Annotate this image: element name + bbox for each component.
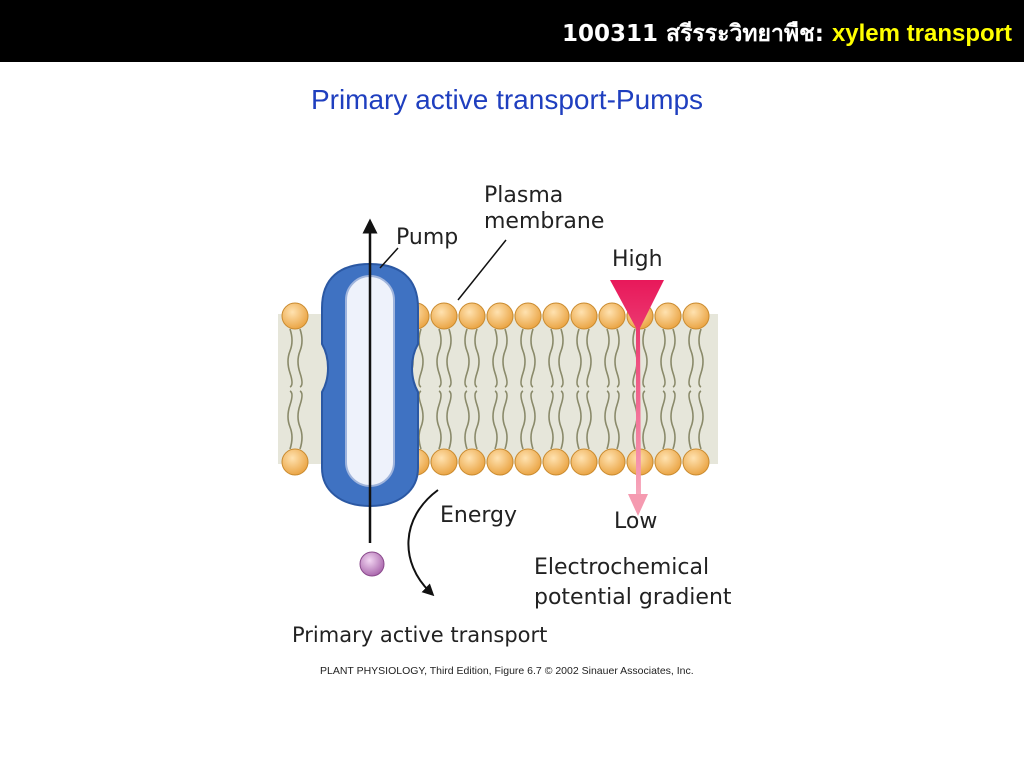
- figure-credit: PLANT PHYSIOLOGY, Third Edition, Figure …: [320, 665, 694, 677]
- lipid-tail: [464, 328, 470, 388]
- energy-arrow: [407, 489, 439, 597]
- lipid-tail: [614, 328, 620, 388]
- lipid-tail: [576, 390, 582, 450]
- gradient-label-line2: potential gradient: [534, 585, 732, 610]
- lipid-tail: [670, 390, 676, 450]
- lipid-tail: [604, 328, 610, 388]
- lipid-head-top: [570, 302, 598, 330]
- lipid-tail: [642, 328, 648, 388]
- lipid-tail: [670, 328, 676, 388]
- lipid-head-bottom: [430, 448, 458, 476]
- lipid-tails: [287, 328, 704, 450]
- lipid-tail: [474, 328, 480, 388]
- figure-caption: Primary active transport: [292, 623, 547, 647]
- gradient-label-line1: Electrochemical: [534, 555, 709, 580]
- lipid-tail: [576, 328, 582, 388]
- lipid-tail: [297, 390, 303, 450]
- lipid-head-bottom: [281, 448, 309, 476]
- low-label: Low: [614, 509, 657, 534]
- header-bar: 100311 สรีรระวิทยาพืช: xylem transport: [0, 0, 1024, 62]
- lipid-tail: [688, 390, 694, 450]
- lipid-tail: [548, 328, 554, 388]
- lipid-tail: [520, 328, 526, 388]
- plasma-label: Plasma: [484, 183, 563, 208]
- lipid-tail: [604, 390, 610, 450]
- lipid-tail: [287, 390, 293, 450]
- lipid-tail: [446, 328, 452, 388]
- gradient-wedge: [610, 280, 664, 498]
- lipid-tail: [287, 328, 293, 388]
- lipid-tail: [464, 390, 470, 450]
- course-title: 100311 สรีรระวิทยาพืช:: [562, 21, 824, 47]
- lipid-tail: [530, 390, 536, 450]
- lipid-head-bottom: [458, 448, 486, 476]
- lipid-tail: [614, 390, 620, 450]
- lipid-tail: [436, 328, 442, 388]
- lipid-head-bottom: [682, 448, 710, 476]
- lipid-tail: [586, 390, 592, 450]
- topic-title: xylem transport: [831, 20, 1012, 47]
- membrane-diagram: Pump Plasma membrane High Low Energy Ele…: [278, 183, 732, 677]
- lipid-head-top: [542, 302, 570, 330]
- lipid-tail: [660, 328, 666, 388]
- high-label: High: [612, 247, 663, 272]
- slide-title: Primary active transport-Pumps: [310, 84, 704, 115]
- lipid-tail: [698, 328, 704, 388]
- lipid-head-top: [458, 302, 486, 330]
- lipid-head-top: [682, 302, 710, 330]
- pump-label: Pump: [396, 225, 458, 250]
- lipid-head-top: [598, 302, 626, 330]
- lipid-tail: [558, 390, 564, 450]
- lipid-head-top: [430, 302, 458, 330]
- lipid-head-top: [486, 302, 514, 330]
- lipid-tail: [558, 328, 564, 388]
- lipid-head-bottom: [542, 448, 570, 476]
- lipid-head-bottom: [598, 448, 626, 476]
- lipid-tail: [642, 390, 648, 450]
- header-title: 100311 สรีรระวิทยาพืช: xylem transport: [562, 16, 1012, 52]
- lipid-tail: [698, 390, 704, 450]
- lipid-tail: [502, 390, 508, 450]
- lipid-tail: [586, 328, 592, 388]
- solute-molecule: [359, 551, 385, 577]
- lipid-tail: [502, 328, 508, 388]
- lipid-tail: [688, 328, 694, 388]
- lipid-head-bottom: [486, 448, 514, 476]
- lipid-head-bottom: [654, 448, 682, 476]
- lipid-tail: [492, 328, 498, 388]
- lipid-tail: [436, 390, 442, 450]
- lipid-head-top: [514, 302, 542, 330]
- lipid-tail: [446, 390, 452, 450]
- membrane-figure: Pump Plasma membrane High Low Energy Ele…: [270, 168, 750, 688]
- lipid-head-bottom: [514, 448, 542, 476]
- lipid-head-top: [281, 302, 309, 330]
- lipid-tail: [474, 390, 480, 450]
- lipid-head-top: [654, 302, 682, 330]
- lipid-tail: [548, 390, 554, 450]
- lipid-tail: [297, 328, 303, 388]
- lipid-tail: [660, 390, 666, 450]
- gradient-arrowhead: [628, 494, 648, 516]
- membrane-label: membrane: [484, 209, 604, 234]
- lipid-tail: [520, 390, 526, 450]
- lipid-tail: [492, 390, 498, 450]
- lipid-head-bottom: [570, 448, 598, 476]
- lipid-tail: [530, 328, 536, 388]
- pump-pointer-line: [379, 247, 399, 269]
- membrane-pointer-line: [457, 239, 507, 301]
- energy-label: Energy: [440, 503, 517, 528]
